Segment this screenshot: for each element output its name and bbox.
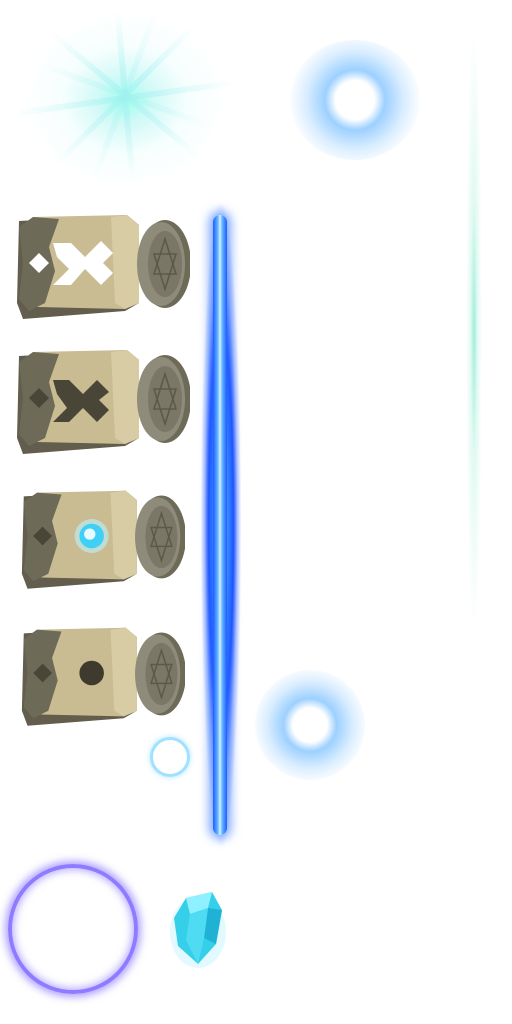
diamond-mark-icon [33,526,53,546]
blue-beam-effect [213,215,227,835]
purple-ring-effect[interactable] [8,864,138,994]
stone-button-3[interactable] [20,480,185,592]
empty-socket-icon [79,660,104,686]
cyan-crystal-icon[interactable] [168,888,228,970]
glowing-orb-icon [74,519,109,553]
blue-glow-dot-top [290,40,420,160]
blue-glow-dot-bottom [255,670,365,780]
stone-button-4[interactable] [20,617,185,729]
double-arrow-dark-icon [29,380,109,422]
green-streak-effect [466,25,482,635]
stone-button-2[interactable] [15,342,190,454]
cyan-ring-effect [150,737,190,777]
diamond-mark-icon [33,663,53,683]
stone-button-1[interactable] [15,207,190,319]
double-arrow-white-icon [29,241,113,285]
